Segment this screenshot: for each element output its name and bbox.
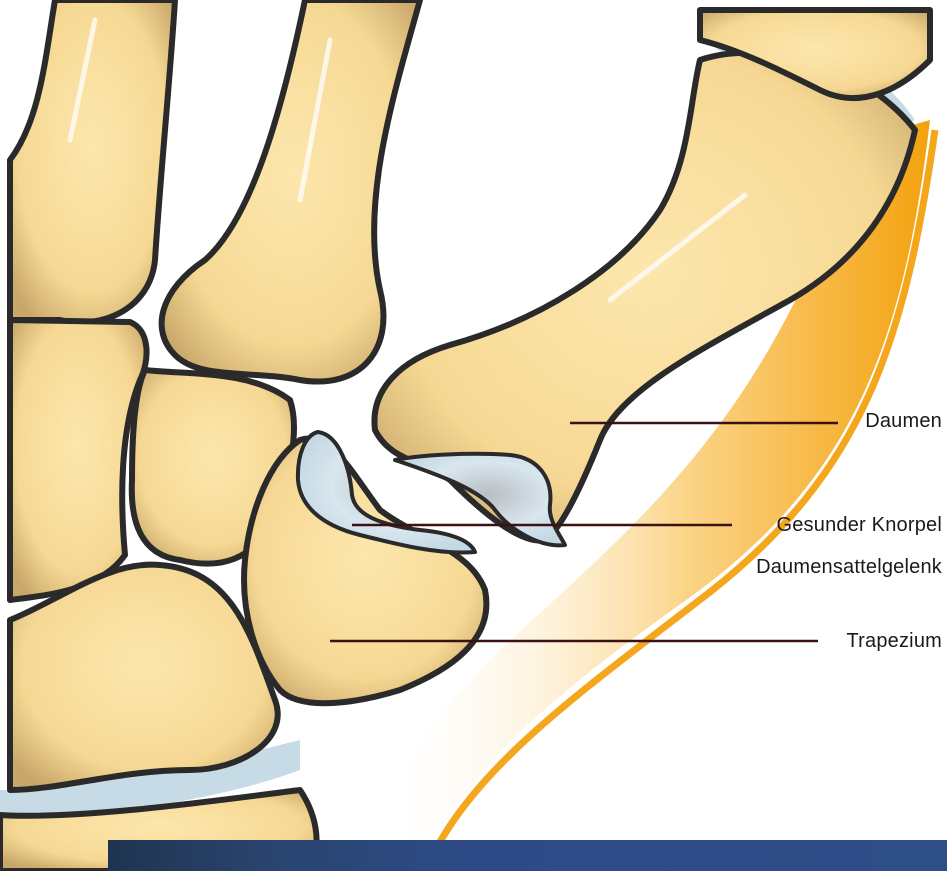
- label-saddle-joint: Daumensattelgelenk: [756, 556, 942, 579]
- label-daumen: Daumen: [865, 410, 942, 433]
- label-healthy-cartilage: Gesunder Knorpel: [776, 514, 942, 537]
- label-trapezium: Trapezium: [846, 630, 942, 653]
- footer-bar: [108, 840, 947, 871]
- bone-carpal-left: [10, 320, 147, 600]
